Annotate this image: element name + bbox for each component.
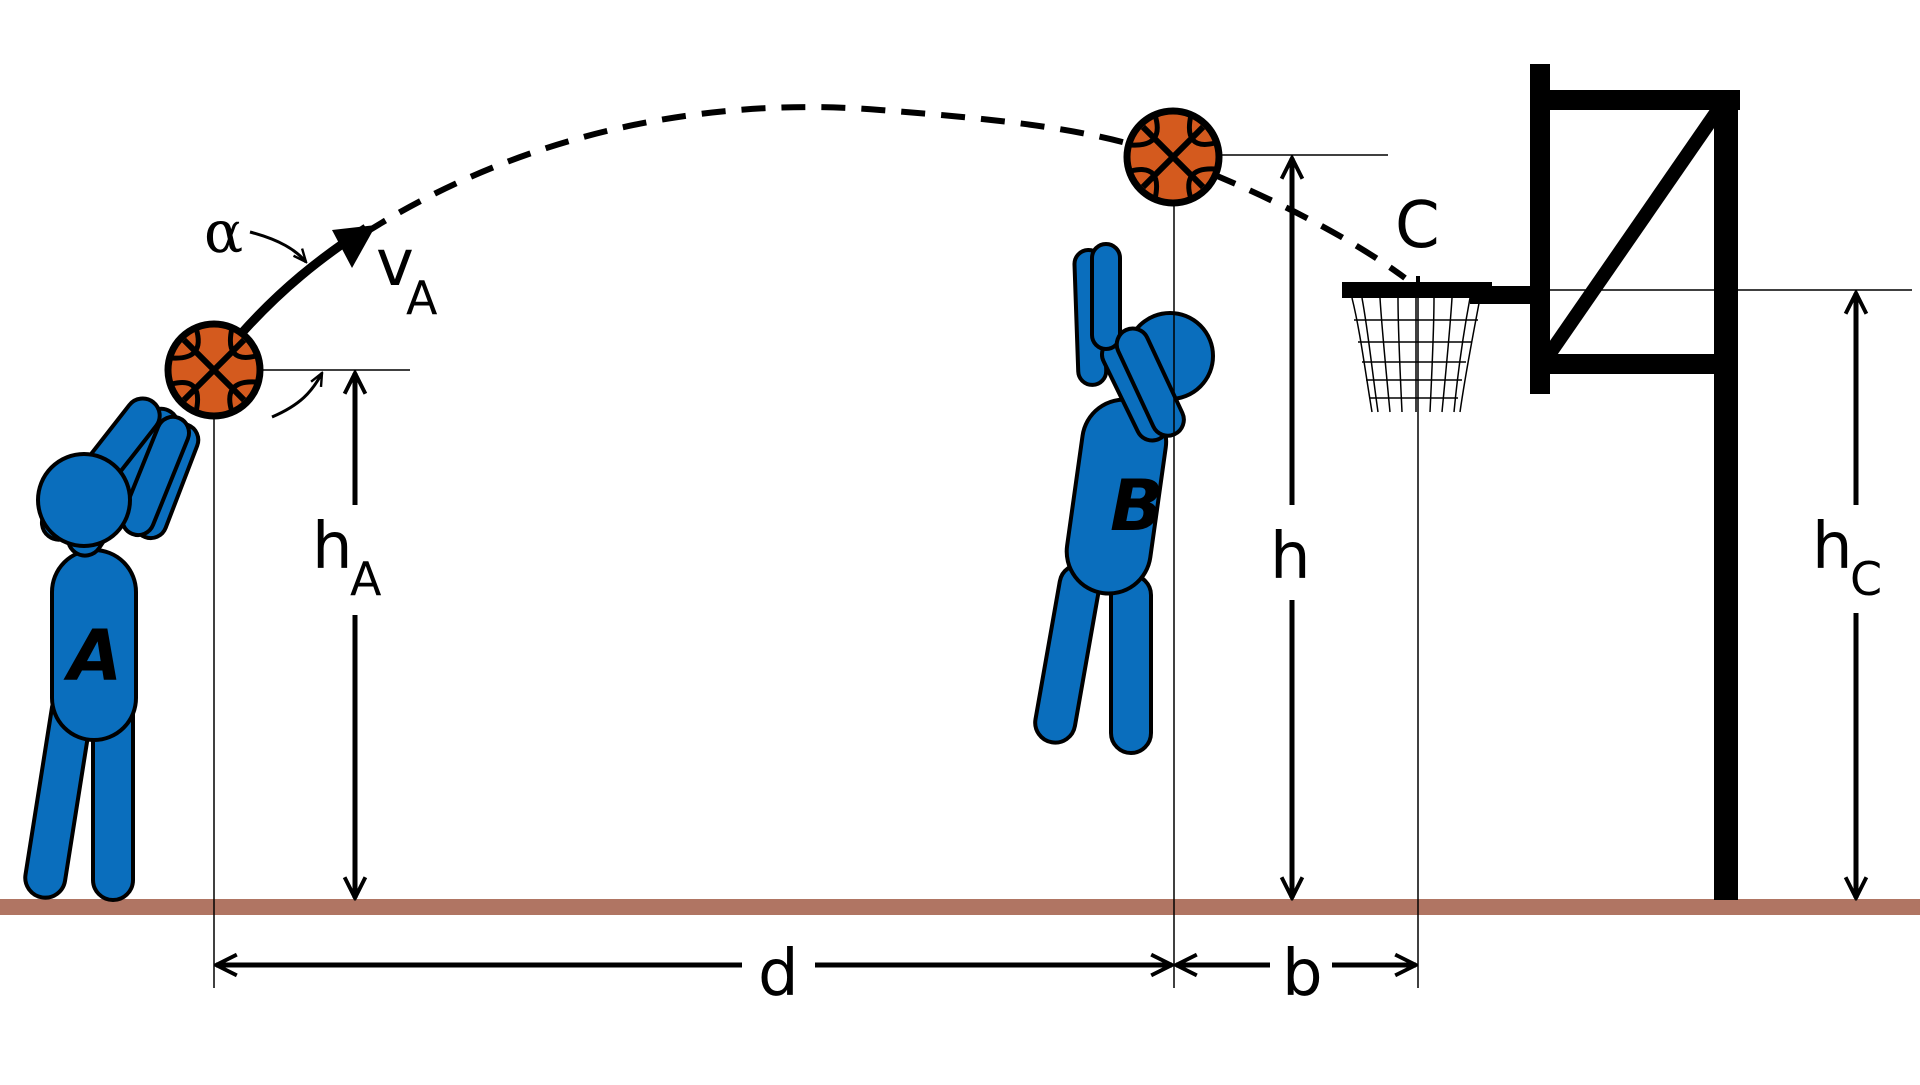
player-b-label: B (1110, 465, 1163, 547)
backboard-bottom (1540, 354, 1720, 374)
velocity-label-sub: A (406, 271, 438, 325)
backboard-top (1540, 90, 1740, 110)
ha-label-sub: A (350, 552, 382, 606)
backboard-post (1530, 64, 1550, 394)
hc-label: h (1812, 510, 1853, 584)
velocity-label: v (376, 227, 414, 301)
h-label: h (1270, 520, 1311, 594)
hc-label-sub: C (1850, 552, 1882, 606)
floor (0, 899, 1920, 915)
point-c-label: C (1395, 189, 1440, 263)
player-b (1033, 242, 1215, 755)
b-label: b (1282, 937, 1323, 1011)
alpha-arc-upper (249, 230, 306, 262)
velocity-arrowhead (332, 225, 376, 268)
ball-b (1127, 111, 1219, 203)
player-a (23, 396, 201, 902)
ball-a (168, 324, 260, 416)
ball-trajectory (363, 104, 1407, 281)
alpha-label: α (204, 198, 243, 266)
alpha-arc-lower (271, 373, 322, 419)
pole (1714, 90, 1738, 900)
d-label: d (758, 937, 799, 1011)
ha-label: h (312, 510, 353, 584)
net (1351, 297, 1481, 413)
backboard-brace (1542, 106, 1724, 360)
player-a-label: A (63, 615, 122, 697)
